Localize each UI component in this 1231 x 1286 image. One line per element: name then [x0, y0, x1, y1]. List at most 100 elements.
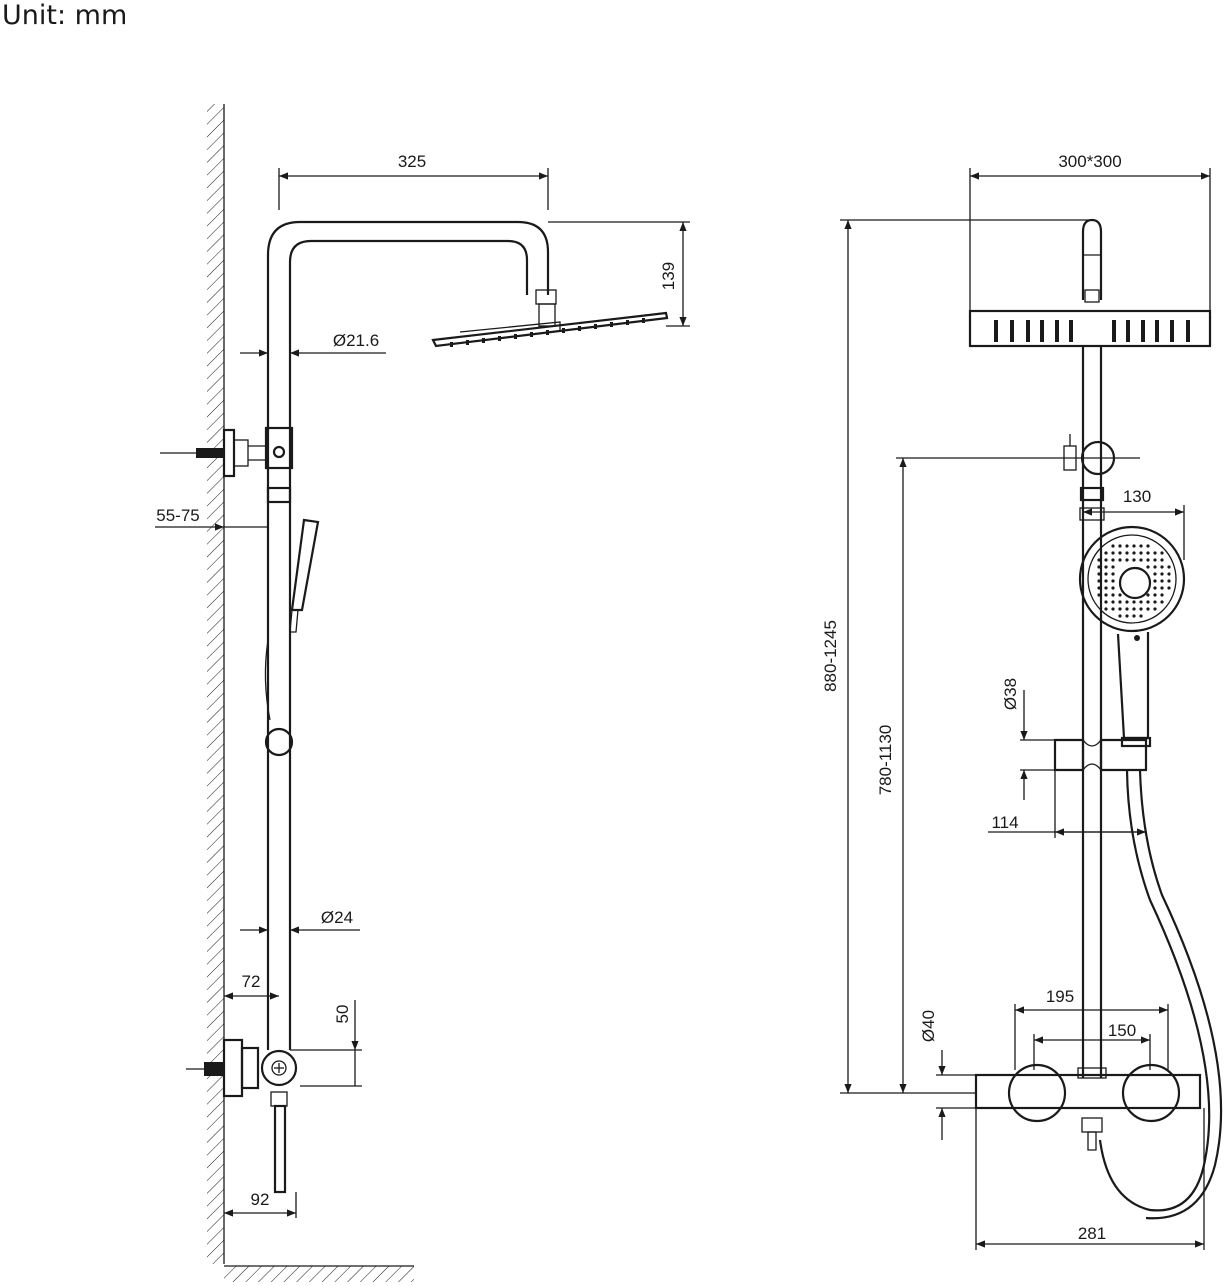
nozzle-dot — [1118, 607, 1122, 611]
dim-head-size-label: 300*300 — [1058, 152, 1121, 171]
nozzle-dot — [1097, 593, 1101, 597]
dim-hand-shower-label: 130 — [1123, 487, 1151, 506]
hand-shower-front — [1078, 507, 1186, 748]
dim-bracket-offset-label: 55-75 — [156, 506, 199, 525]
rain-head-front — [968, 309, 1212, 348]
hand-shower-side — [264, 518, 320, 721]
dim-valve-offset-label: 72 — [242, 972, 261, 991]
nozzle-dot — [1160, 565, 1164, 569]
dim-pipe-bottom: Ø24 — [240, 908, 360, 934]
nozzle-dot — [1111, 551, 1115, 555]
nozzle-dot — [1153, 579, 1157, 583]
slider-clamp — [266, 486, 292, 504]
hose-front-inner — [1138, 769, 1223, 1220]
nozzle-dot — [1160, 600, 1164, 604]
nozzle-dot — [1104, 600, 1108, 604]
dim-valve-offset: 72 — [224, 972, 279, 1000]
nozzle-dot — [1139, 544, 1143, 548]
nozzle-dot — [1097, 579, 1101, 583]
arm-connector — [1084, 289, 1100, 303]
nozzle-dot — [1111, 558, 1115, 562]
nozzle-dot — [1160, 593, 1164, 597]
nozzle-dot — [1146, 600, 1150, 604]
dim-pipe-top: Ø21.6 — [240, 331, 386, 357]
holder-front — [1053, 738, 1148, 772]
hand-shower-nozzles — [1097, 544, 1171, 618]
nozzle-dot — [1153, 600, 1157, 604]
dim-handle-span-label: 195 — [1046, 987, 1074, 1006]
head-connector — [535, 289, 557, 305]
wall-bracket — [160, 426, 294, 478]
nozzle-dot — [1139, 600, 1143, 604]
dim-outlet-height: 50 — [290, 1000, 362, 1087]
dim-bracket-offset: 55-75 — [155, 506, 268, 531]
dim-pipe-top-label: Ø21.6 — [333, 331, 379, 350]
dim-inlet-centres-label: 150 — [1108, 1021, 1136, 1040]
nozzle-dot — [1125, 558, 1129, 562]
nozzle-dot — [1104, 558, 1108, 562]
nozzle-dot — [1118, 551, 1122, 555]
dim-arm-reach: 325 — [278, 152, 549, 210]
dim-handle-span: 195 — [1014, 987, 1169, 1070]
dim-bottom-offset: 92 — [224, 1190, 297, 1218]
front-view: 300*300 880-1245 780-1130 130 Ø38 — [821, 152, 1223, 1250]
dim-pipe-front-label: Ø40 — [919, 1010, 938, 1042]
wall-hatch — [207, 104, 224, 1264]
wall-bracket-front — [1063, 434, 1116, 502]
valve-front — [974, 1063, 1202, 1151]
dim-inlet-centres: 150 — [1033, 1021, 1151, 1070]
nozzle-dot — [1139, 558, 1143, 562]
nozzle-dot — [1104, 572, 1108, 576]
dim-holder-height-label: 114 — [991, 813, 1018, 832]
nozzle-dot — [1160, 572, 1164, 576]
nozzle-dot — [1153, 593, 1157, 597]
nozzle-dot — [1132, 551, 1136, 555]
nozzle-dot — [1104, 586, 1108, 590]
nozzle-dot — [1118, 593, 1122, 597]
nozzle-dot — [1160, 551, 1164, 555]
dim-holder-label: Ø38 — [1001, 678, 1020, 710]
dim-outlet-height-label: 50 — [333, 1005, 352, 1024]
nozzle-dot — [1111, 593, 1115, 597]
nozzles-side — [450, 318, 645, 347]
nozzle-dot — [1118, 614, 1122, 618]
dim-total-height-label: 880-1245 — [821, 620, 840, 692]
arm-top — [1081, 218, 1103, 300]
nozzle-dot — [1146, 607, 1150, 611]
valve-side — [186, 1038, 298, 1194]
nozzle-dot — [1104, 565, 1108, 569]
nozzle-dot — [1097, 572, 1101, 576]
dim-valve-width-label: 281 — [1078, 1224, 1106, 1243]
nozzle-dot — [1146, 544, 1150, 548]
dim-total-height: 880-1245 — [821, 219, 1092, 1094]
nozzle-dot — [1111, 579, 1115, 583]
nozzle-dot — [1146, 565, 1150, 569]
nozzle-dot — [1160, 558, 1164, 562]
nozzle-dot — [1132, 614, 1136, 618]
nozzle-dot — [1118, 558, 1122, 562]
nozzle-dot — [1139, 551, 1143, 555]
dim-head-height-label: 139 — [659, 262, 678, 290]
dim-head-height: 139 — [548, 221, 690, 327]
dim-pipe-front: Ø40 — [919, 1010, 976, 1140]
nozzle-dot — [1097, 558, 1101, 562]
nozzle-dot — [1132, 544, 1136, 548]
nozzle-dot — [1153, 558, 1157, 562]
nozzle-dot — [1125, 600, 1129, 604]
nozzle-dot — [1167, 572, 1171, 576]
nozzle-dot — [1146, 593, 1150, 597]
nozzle-dot — [1125, 544, 1129, 548]
riser-pipe — [266, 220, 550, 1050]
nozzle-dot — [1153, 551, 1157, 555]
nozzle-dot — [1097, 565, 1101, 569]
nozzle-dot — [1153, 607, 1157, 611]
dim-bracket-height-label: 780-1130 — [876, 725, 895, 796]
nozzle-dot — [1146, 551, 1150, 555]
nozzle-dot — [1125, 551, 1129, 555]
hose-front-outer — [1098, 769, 1211, 1212]
nozzle-dot — [1125, 607, 1129, 611]
side-view: 325 139 Ø21.6 55-75 Ø24 7 — [155, 104, 690, 1282]
nozzle-dot — [1111, 600, 1115, 604]
nozzle-dot — [1104, 593, 1108, 597]
nozzle-dot — [1153, 586, 1157, 590]
